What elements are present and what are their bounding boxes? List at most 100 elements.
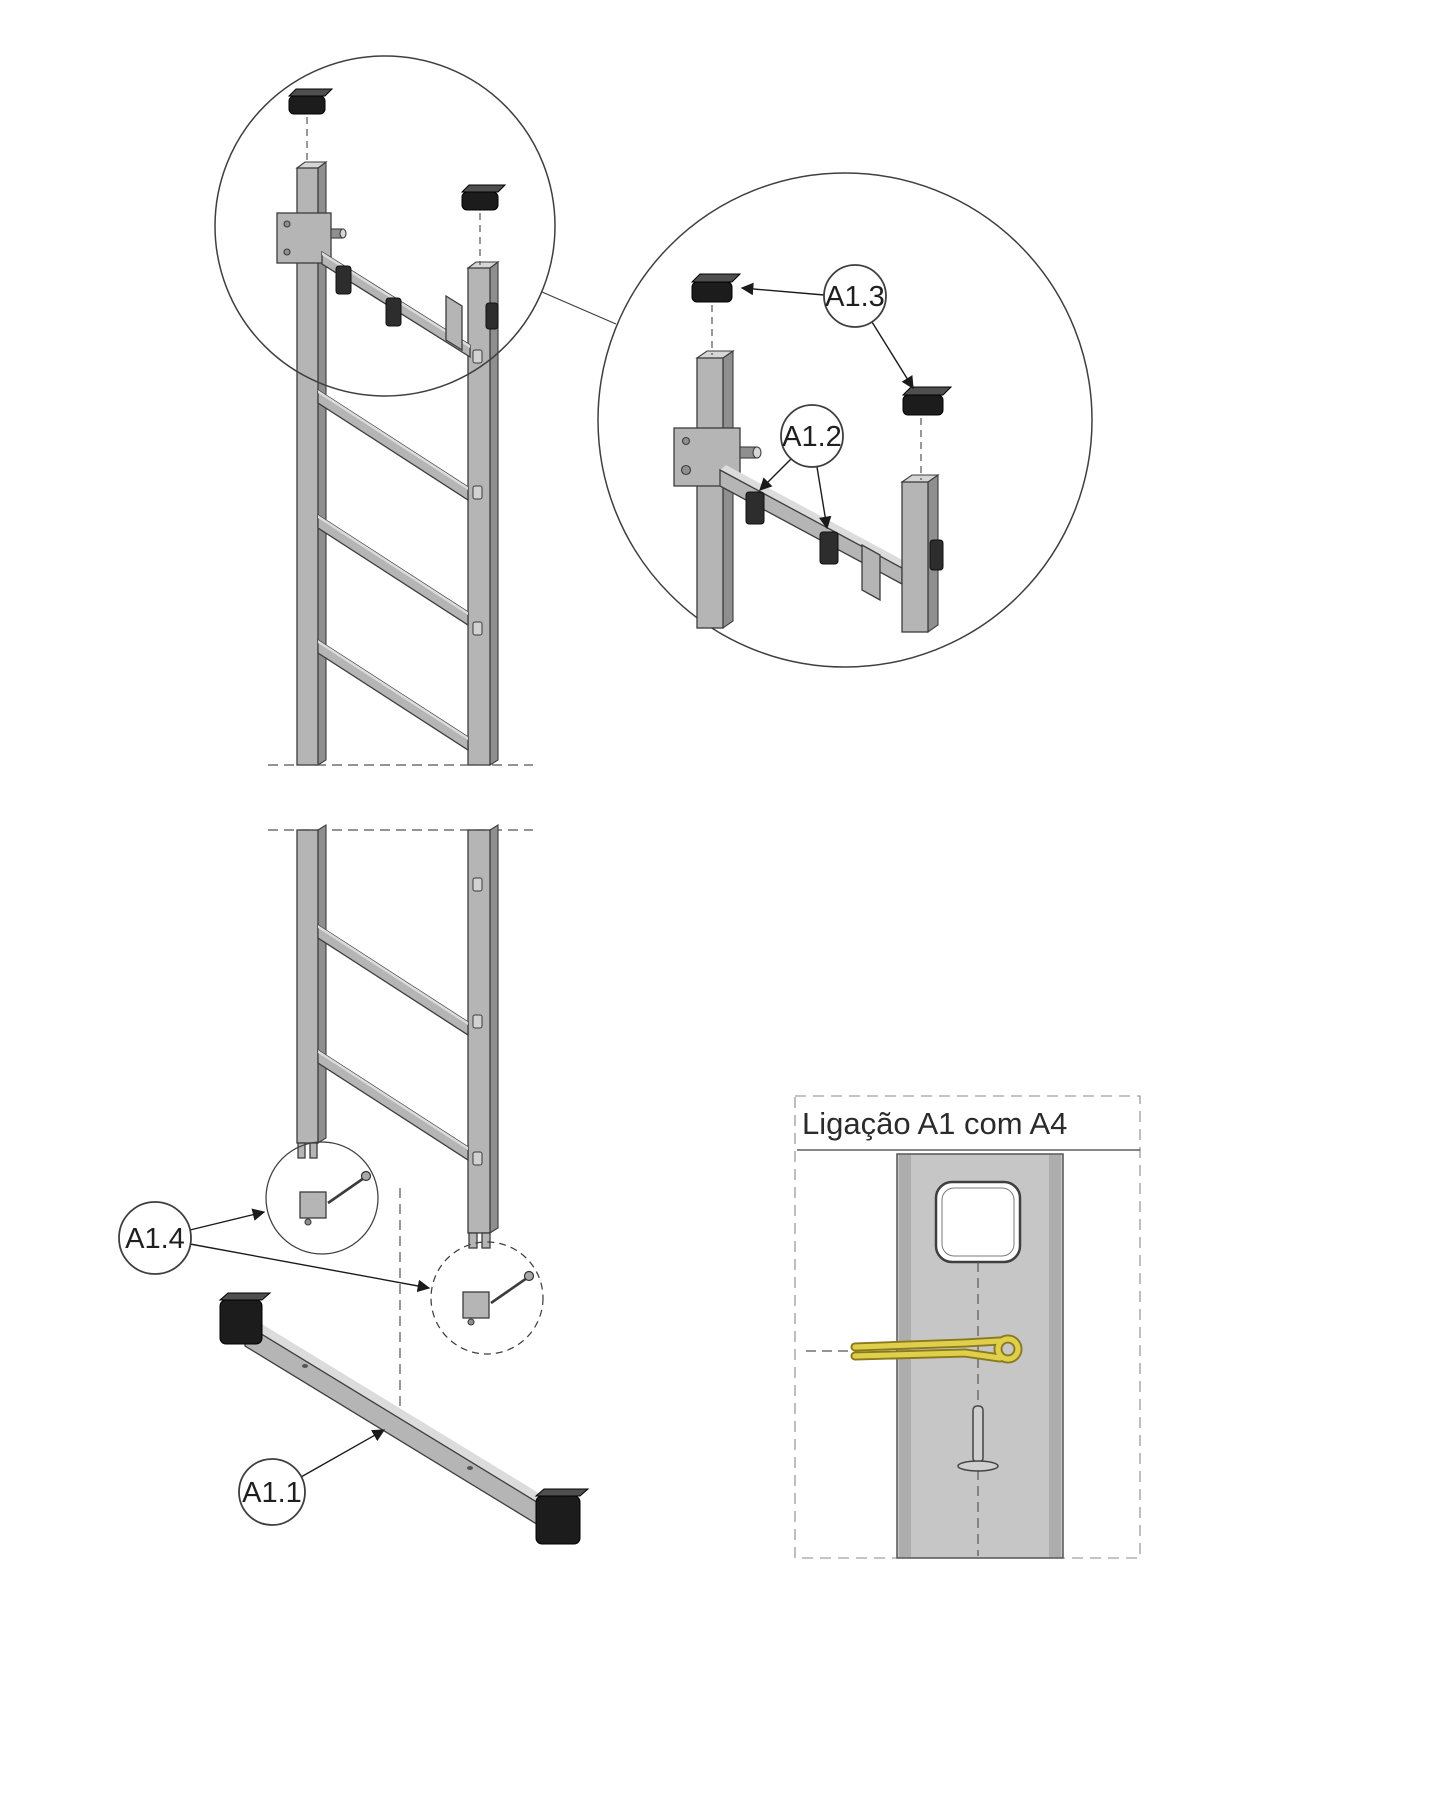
screw-head: [523, 1270, 535, 1282]
bracket-hole: [680, 464, 692, 476]
end-cap-body: [902, 394, 944, 416]
detail-circle-fastener-dashed: [430, 1241, 544, 1355]
rung: [317, 388, 469, 502]
square-hole: [934, 1180, 1022, 1264]
end-cap-right-exploded: [460, 184, 507, 265]
balloon-a14: A1.4: [118, 1201, 431, 1293]
rubber-clamp: [745, 491, 765, 525]
clamp-hole: [304, 1218, 312, 1226]
balloon-label: A1.4: [125, 1223, 185, 1255]
leader-line: [740, 282, 825, 296]
stile-foot: [297, 1142, 306, 1159]
end-cap-body: [288, 95, 326, 115]
screw-shaft: [327, 1176, 365, 1205]
balloon-label: A1.3: [825, 281, 885, 313]
leader-line: [189, 1243, 431, 1293]
end-cap-top-face: [460, 184, 507, 193]
loose-rung-top-face: [245, 1318, 560, 1512]
detail-hook-channel: [861, 543, 881, 602]
cotter-pin-loop: [995, 1336, 1021, 1362]
clamp-block: [462, 1291, 490, 1319]
stile-foot: [481, 1232, 491, 1249]
detail-connector-line: [541, 291, 617, 325]
rubber-clamp: [385, 297, 402, 327]
right-stile-upper: [466, 260, 500, 766]
end-cap-top-face: [218, 1292, 272, 1301]
end-cap-top-face: [287, 88, 334, 97]
stile-slot: [472, 621, 483, 636]
stile-slot: [472, 1151, 483, 1166]
stile-slot: [472, 349, 483, 364]
rubber-clamp: [485, 302, 499, 330]
balloon-circle: [238, 1458, 306, 1526]
right-stile-lower: [467, 824, 499, 1249]
balloon-a11: A1.1: [238, 1429, 386, 1526]
rung: [317, 1048, 469, 1162]
leader-line: [189, 1208, 266, 1231]
stile-slot: [472, 877, 483, 892]
rivet-flange: [957, 1460, 999, 1472]
detail-circle-ladder-head: [214, 55, 556, 397]
end-cap-body: [461, 191, 499, 211]
rung-highlight: [318, 390, 468, 490]
connection-box-title: Ligação A1 com A4: [802, 1106, 1067, 1141]
rungs-lower: [317, 923, 469, 1162]
screw-shaft: [490, 1276, 528, 1305]
rubber-clamp: [929, 539, 944, 571]
end-cap-top-face: [690, 273, 742, 283]
detail-circle-enlarged: [597, 172, 1093, 668]
balloon-label: A1.2: [782, 421, 842, 453]
rung-highlight: [318, 1050, 468, 1150]
leader-line: [816, 466, 832, 530]
balloon-a13: A1.3: [740, 264, 914, 390]
end-cap-body: [219, 1299, 263, 1345]
stile-slot: [472, 485, 483, 500]
end-cap-top-face: [901, 386, 953, 396]
left-stile-side-face: [317, 824, 327, 1144]
square-hole-inner: [941, 1187, 1015, 1257]
left-stile-front-face: [296, 829, 319, 1144]
end-cap-body: [691, 281, 733, 303]
left-stile-upper: [295, 160, 328, 766]
bracket-hole: [681, 436, 691, 446]
balloon-circle: [118, 1201, 192, 1275]
stile-slot: [472, 1014, 483, 1029]
leader-line: [871, 321, 914, 390]
rubber-clamp: [819, 531, 839, 565]
connection-box: Ligação A1 com A4: [794, 1095, 1141, 1559]
fastener-detail-b: [430, 1241, 544, 1355]
rungs-upper: [317, 388, 469, 752]
right-stile-side-face: [489, 260, 499, 766]
left-stile-lower: [296, 824, 327, 1159]
ladder-main-view: [268, 88, 533, 1249]
stile-foot: [468, 1232, 478, 1249]
end-cap-body: [535, 1495, 581, 1545]
clamp-block: [299, 1191, 327, 1219]
rung-highlight: [318, 515, 468, 615]
bracket-hole: [283, 220, 291, 228]
right-stile-front-face: [467, 267, 491, 766]
detail-right-stile-front: [901, 481, 929, 633]
detail-view-ladder-head: A1.3 A1.2: [597, 172, 1093, 668]
pivot-pin-end: [752, 446, 762, 459]
rivet-pin: [957, 1405, 999, 1472]
end-cap-left-exploded: [287, 88, 334, 164]
loose-rung-a11: [218, 1292, 590, 1545]
rubber-clamp: [335, 265, 352, 295]
leader-line: [300, 1429, 386, 1478]
leader-line: [759, 458, 792, 491]
rung-hole: [302, 1364, 308, 1368]
fastener-detail-a: [265, 1141, 379, 1255]
cotter-pin: [850, 1334, 1023, 1364]
channel-edge: [1049, 1155, 1061, 1557]
hook-channel: [445, 294, 463, 352]
end-cap-top-face: [534, 1488, 590, 1497]
rivet-shaft: [972, 1405, 984, 1463]
wall-hook-assembly: [276, 212, 499, 359]
clamp-hole: [467, 1318, 475, 1326]
bracket-hole: [283, 248, 291, 256]
balloon-label: A1.1: [242, 1477, 302, 1509]
cotter-pin-prong: [852, 1338, 1003, 1350]
